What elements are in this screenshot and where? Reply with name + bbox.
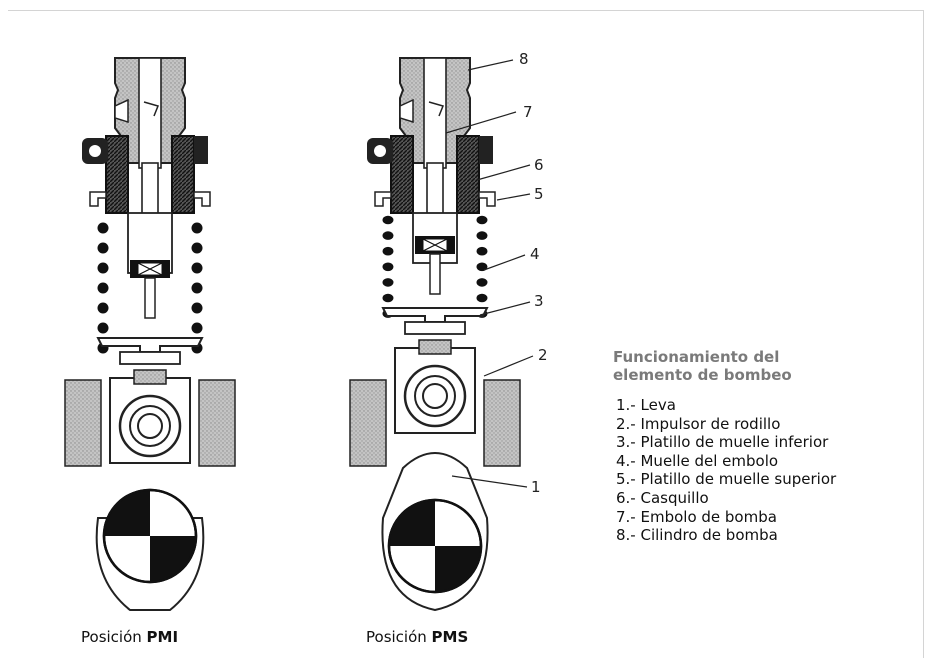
legend-item: 3.- Platillo de muelle inferior	[616, 433, 829, 452]
legend-item: 1.- Leva	[616, 396, 676, 414]
callout-7: 7	[523, 103, 533, 121]
legend-list: 1.- Leva 2.- Impulsor de rodillo 3.- Pla…	[616, 396, 836, 545]
legend-title-line1: Funcionamiento del	[613, 348, 780, 366]
callout-4: 4	[530, 245, 540, 263]
caption-pms-bold: PMS	[431, 628, 469, 646]
image-frame	[8, 10, 924, 658]
legend-item: 7.- Embolo de bomba	[616, 507, 777, 526]
legend-title-line2: elemento de bombeo	[613, 366, 792, 384]
callout-numbers: 8 7 6 5 4 3 2 1	[519, 50, 548, 496]
callout-8: 8	[519, 50, 529, 68]
caption-pms: Posición PMS	[366, 628, 468, 646]
caption-pmi-bold: PMI	[146, 628, 179, 646]
caption-pmi-prefix: Posición	[81, 628, 147, 646]
callout-leaders	[445, 59, 534, 488]
caption-pms-prefix: Posición	[366, 628, 432, 646]
pump-assembly-pms	[349, 57, 521, 612]
legend-item: 8.- Cilindro de bomba	[616, 526, 778, 545]
legend-item: 4.- Muelle del embolo	[616, 451, 779, 470]
legend-item: 6.- Casquillo	[616, 488, 709, 507]
callout-5: 5	[534, 185, 544, 203]
legend-item: 5.- Platillo de muelle superior	[616, 470, 837, 489]
legend-title: Funcionamiento del elemento de bombeo	[613, 348, 913, 384]
callout-6: 6	[534, 156, 544, 174]
caption-pmi: Posición PMI	[81, 628, 178, 646]
callout-1: 1	[531, 478, 541, 496]
callout-3: 3	[534, 292, 544, 310]
callout-2: 2	[538, 346, 548, 364]
legend-item: 2.- Impulsor de rodillo	[616, 414, 781, 433]
pump-assembly-pmi	[64, 57, 236, 611]
